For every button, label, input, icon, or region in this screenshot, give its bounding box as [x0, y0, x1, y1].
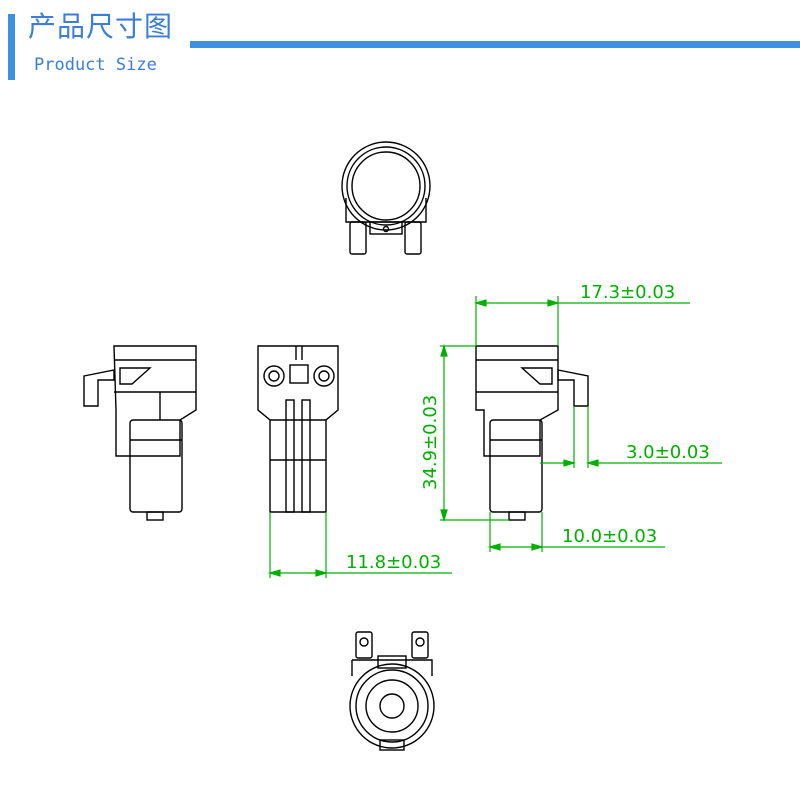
top-view: [341, 141, 431, 255]
right-side-view: [475, 345, 589, 521]
dim-base-width: 10.0±0.03: [562, 526, 657, 547]
dim-width-top: 17.3±0.03: [580, 282, 675, 303]
left-side-view: [83, 345, 197, 521]
dim-side-width: 11.8±0.03: [346, 552, 441, 573]
dim-tab-offset: 3.0±0.03: [626, 442, 710, 463]
dim-height: 34.9±0.03: [420, 395, 441, 490]
page-title: 产品尺寸图: [28, 10, 174, 43]
dimension-lines: [267, 296, 722, 578]
page-subtitle: Product Size: [34, 55, 157, 75]
front-view: [257, 345, 339, 513]
header-rule: [190, 41, 800, 48]
bottom-view: [349, 631, 435, 751]
title-accent-bar: [8, 14, 15, 80]
